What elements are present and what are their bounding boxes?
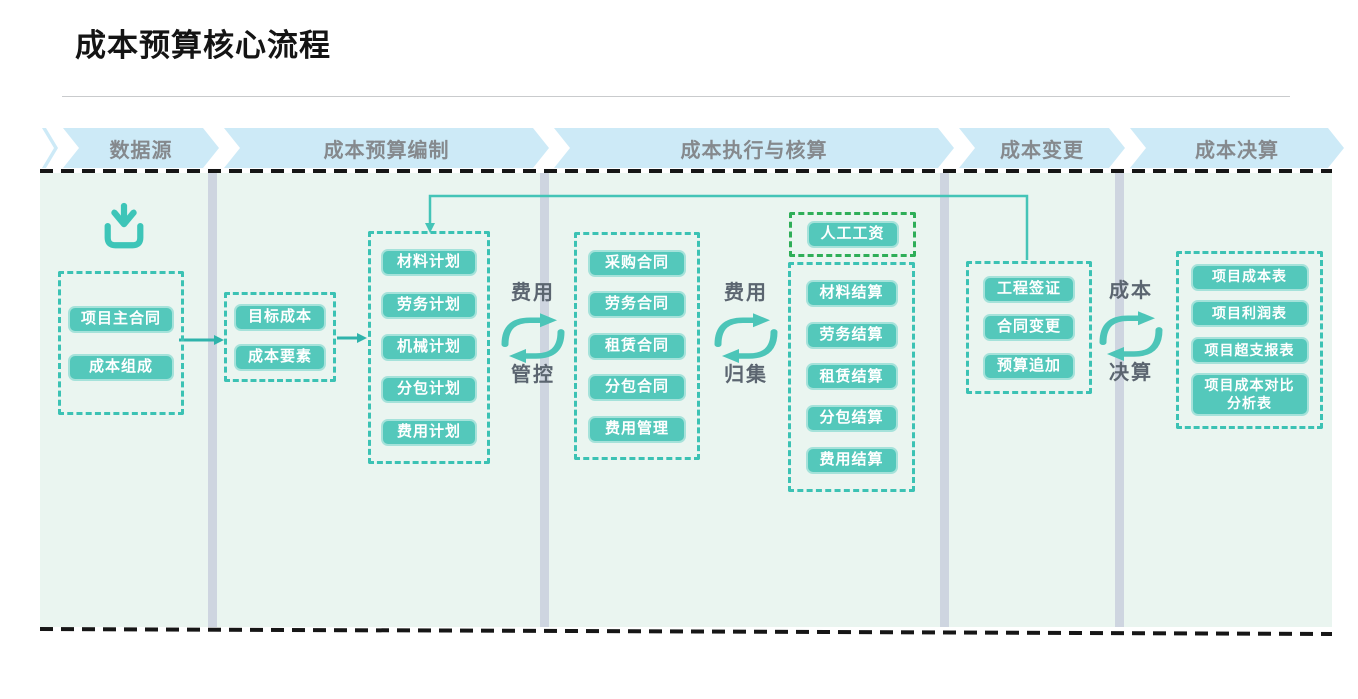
budget-plans-group: 材料计划 劳务计划 机械计划 分包计划 费用计划: [368, 231, 490, 464]
contracts-group: 采购合同 劳务合同 租赁合同 分包合同 费用管理: [574, 232, 700, 460]
column-divider: [208, 173, 217, 627]
node-project-master-contract: 项目主合同: [68, 305, 174, 333]
node-lease-settlement: 租赁结算: [805, 363, 898, 391]
node-material-settlement: 材料结算: [805, 279, 898, 307]
exchange-top-label: 成本: [1109, 280, 1153, 302]
node-subcontract-contract: 分包合同: [588, 374, 686, 401]
node-expense-settlement: 费用结算: [805, 447, 898, 475]
node-purchase-contract: 采购合同: [588, 249, 686, 277]
column-divider: [540, 173, 549, 627]
node-target-cost: 目标成本: [234, 303, 326, 331]
exchange-top-label: 费用: [724, 282, 768, 304]
cycle-arrows-icon: [501, 313, 565, 363]
exchange-bottom-label: 归集: [724, 364, 768, 386]
phase-execution-accounting: 成本执行与核算: [554, 128, 954, 168]
node-labor-wage: 人工工资: [806, 221, 899, 248]
phase-banner: 数据源 成本预算编制 成本执行与核算 成本变更 成本决算: [42, 128, 1344, 168]
phase-final-settlement: 成本决算: [1130, 128, 1344, 168]
node-labor-plan: 劳务计划: [381, 291, 477, 319]
phase-label: 成本预算编制: [323, 139, 450, 162]
phase-budget-preparation: 成本预算编制: [224, 128, 549, 168]
node-project-profit-report: 项目利润表: [1190, 300, 1309, 328]
node-expense-management: 费用管理: [588, 415, 686, 443]
node-expense-plan: 费用计划: [381, 418, 477, 446]
expense-control-exchange: 费用 管控: [495, 283, 571, 385]
feedback-connector: [425, 194, 1029, 260]
node-project-cost-comparison-report: 项目成本对比 分析表: [1190, 373, 1309, 417]
exchange-bottom-label: 管控: [511, 364, 555, 386]
dashed-border-top: [40, 169, 1332, 173]
page-title: 成本预算核心流程: [75, 28, 331, 63]
cost-change-group: 工程签证 合同变更 预算追加: [966, 261, 1092, 394]
node-subcontract-settlement: 分包结算: [805, 405, 898, 433]
phase-label: 成本变更: [1000, 139, 1084, 162]
cycle-arrows-icon: [1099, 311, 1163, 361]
budget-basis-group: 目标成本 成本要素: [224, 292, 336, 382]
node-project-overrun-report: 项目超支报表: [1190, 336, 1309, 364]
labor-wage-group: 人工工资: [789, 212, 916, 257]
exchange-top-label: 费用: [511, 282, 555, 304]
phase-cost-change: 成本变更: [959, 128, 1125, 168]
node-material-plan: 材料计划: [381, 249, 477, 277]
node-labor-settlement: 劳务结算: [805, 321, 898, 349]
node-engineering-visa: 工程签证: [983, 275, 1075, 303]
download-icon: [104, 202, 144, 249]
expense-collection-exchange: 费用 归集: [708, 283, 784, 385]
node-cost-elements: 成本要素: [234, 343, 326, 371]
phase-label: 成本决算: [1195, 139, 1279, 162]
settlements-group: 材料结算 劳务结算 租赁结算 分包结算 费用结算: [788, 262, 915, 492]
node-budget-addition: 预算追加: [983, 352, 1075, 380]
node-labor-contract: 劳务合同: [588, 291, 686, 318]
column-divider: [940, 173, 949, 627]
node-project-cost-report: 项目成本表: [1190, 263, 1309, 291]
node-cost-composition: 成本组成: [68, 353, 174, 381]
reports-group: 项目成本表 项目利润表 项目超支报表 项目成本对比 分析表: [1176, 251, 1323, 429]
exchange-bottom-label: 决算: [1109, 362, 1153, 384]
node-contract-change: 合同变更: [983, 314, 1075, 341]
phase-label: 成本执行与核算: [680, 139, 828, 162]
title-divider: [62, 96, 1290, 97]
node-subcontract-plan: 分包计划: [381, 376, 477, 404]
phase-data-source: 数据源: [63, 128, 219, 168]
column-divider: [1115, 173, 1124, 627]
phase-label: 数据源: [109, 139, 173, 162]
datasource-group: 项目主合同 成本组成: [58, 271, 184, 415]
node-lease-contract: 租赁合同: [588, 332, 686, 360]
node-machinery-plan: 机械计划: [381, 333, 477, 361]
cost-settlement-exchange: 成本 决算: [1093, 281, 1169, 383]
cycle-arrows-icon: [714, 313, 778, 363]
